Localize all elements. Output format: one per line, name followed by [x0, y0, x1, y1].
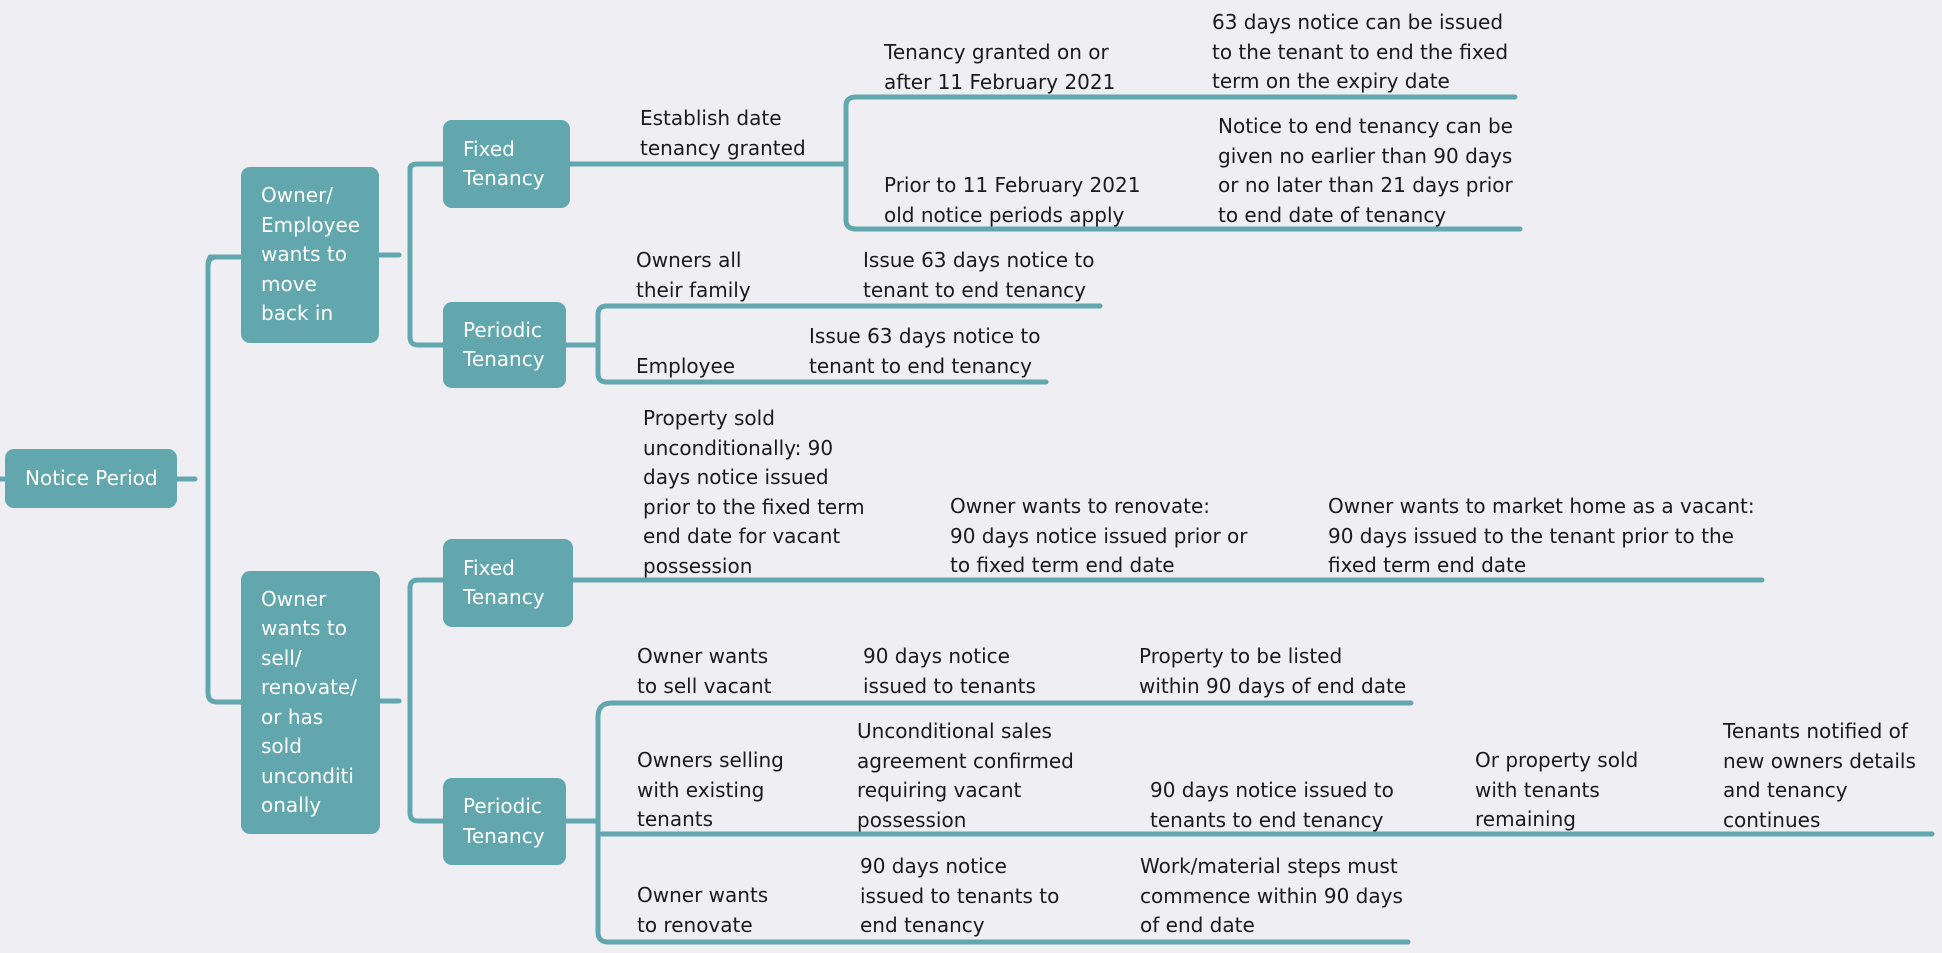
- sales-agreement-label: Unconditional sales agreement confirmed …: [857, 719, 1074, 832]
- sell-vacant-label: Owner wants to sell vacant: [637, 644, 772, 698]
- prior-2021-label: Prior to 11 February 2021 old notice per…: [884, 173, 1141, 227]
- owner-renovate-label: Owner wants to renovate: [637, 883, 769, 937]
- renovate-work-label: Work/material steps must commence within…: [1140, 854, 1403, 937]
- renovate-notice-label: 90 days notice issued to tenants to end …: [860, 854, 1060, 937]
- sold-with-tenants-label: Or property sold with tenants remaining: [1475, 748, 1639, 831]
- market-vacant-label: Owner wants to market home as a vacant: …: [1328, 494, 1755, 577]
- fixed-upper-split: [843, 94, 1523, 232]
- fixed-tenancy-upper-label: Fixed Tenancy: [463, 136, 545, 191]
- move-back-node[interactable]: Owner/ Employee wants to move back in: [241, 167, 379, 343]
- renovate-fixed-label: Owner wants to renovate: 90 days notice …: [950, 494, 1248, 577]
- after-2021-label: Tenancy granted on or after 11 February …: [884, 40, 1116, 94]
- root-node[interactable]: Notice Period: [5, 449, 177, 508]
- tenants-notified-label: Tenants notified of new owners details a…: [1723, 719, 1916, 832]
- owners-family-label: Owners all their family: [636, 248, 751, 302]
- periodic-upper-split: [563, 303, 1103, 385]
- fixed-tenancy-upper-node[interactable]: Fixed Tenancy: [443, 120, 570, 208]
- periodic-tenancy-lower-node[interactable]: Periodic Tenancy: [443, 778, 566, 865]
- employee-notice-label: Issue 63 days notice to tenant to end te…: [809, 324, 1041, 378]
- after-2021-notice-label: 63 days notice can be issued to the tena…: [1212, 10, 1509, 93]
- sell-connector: [375, 577, 446, 824]
- owners-family-notice-label: Issue 63 days notice to tenant to end te…: [863, 248, 1095, 302]
- periodic-tenancy-lower-label: Periodic Tenancy: [463, 794, 545, 848]
- property-sold-label: Property sold unconditionally: 90 days n…: [643, 406, 865, 578]
- existing-tenants-label: Owners selling with existing tenants: [637, 748, 784, 831]
- root-label: Notice Period: [25, 465, 158, 490]
- sell-label: Owner wants to sell/ renovate/ or has so…: [261, 586, 357, 818]
- periodic-tenancy-upper-label: Periodic Tenancy: [463, 317, 545, 372]
- establish-date-label: Establish date tenancy granted: [640, 106, 806, 160]
- fixed-tenancy-lower-label: Fixed Tenancy: [463, 555, 545, 610]
- sell-vacant-notice-label: 90 days notice issued to tenants: [863, 644, 1036, 698]
- root-branch-top: [205, 254, 244, 269]
- move-back-label: Owner/ Employee wants to move back in: [261, 183, 361, 326]
- sell-node[interactable]: Owner wants to sell/ renovate/ or has so…: [241, 571, 380, 834]
- prior-2021-notice-label: Notice to end tenancy can be given no ea…: [1218, 114, 1513, 227]
- existing-notice-label: 90 days notice issued to tenants to end …: [1150, 778, 1394, 832]
- employee-label: Employee: [636, 354, 736, 378]
- move-back-connector: [375, 161, 446, 348]
- periodic-tenancy-upper-node[interactable]: Periodic Tenancy: [443, 302, 566, 388]
- sell-vacant-listing-label: Property to be listed within 90 days of …: [1139, 644, 1407, 698]
- root-connector: [174, 254, 244, 705]
- periodic-lower-split: [563, 700, 1935, 945]
- fixed-tenancy-lower-node[interactable]: Fixed Tenancy: [443, 539, 573, 627]
